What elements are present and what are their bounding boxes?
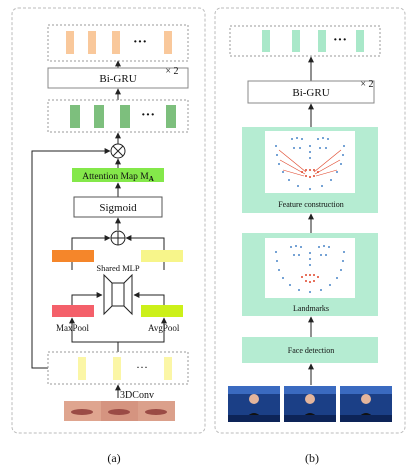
sigmoid-label: Sigmoid: [99, 202, 137, 214]
avgpool-mlp-output: [141, 250, 183, 262]
hidden-ellipsis: ···: [141, 108, 155, 123]
panel-a-input-sequence: ···: [47, 351, 189, 385]
input-bar: [113, 357, 121, 380]
input-ellipsis: ···: [136, 360, 148, 374]
maxpool-mlp-output: [52, 250, 94, 262]
input-bar: [164, 357, 172, 380]
output-bar: [88, 31, 96, 54]
panel-a-caption: (a): [107, 451, 120, 465]
panel-b-output-ellipsis: ···: [333, 33, 347, 48]
output-bar: [318, 30, 326, 52]
shared-mlp-icon: [103, 273, 133, 316]
output-bar: [292, 30, 300, 52]
panel-b-output-sequence: ···: [229, 25, 381, 57]
panel-b-caption: (b): [305, 451, 319, 465]
feature-construction-label: Feature construction: [278, 200, 344, 209]
mouth-frames-image: [64, 401, 175, 421]
output-bar: [66, 31, 74, 54]
panel-a-bigru-box: [47, 67, 189, 89]
hidden-bar: [166, 105, 176, 128]
video-frames-image: [228, 386, 392, 422]
attention-map-label: Attention Map MA: [82, 172, 154, 183]
panel-b-bigru-box: [247, 80, 375, 104]
hidden-bar: [94, 105, 104, 128]
maxpool-block: [52, 305, 94, 317]
landmarks-drawing: [275, 245, 345, 293]
hidden-bar: [120, 105, 130, 128]
residual-connection: [31, 148, 111, 369]
attention-map-box: [72, 168, 164, 182]
panel-a-bigru-label: Bi-GRU: [99, 73, 136, 85]
output-bar: [262, 30, 270, 52]
feature-map-image: [265, 131, 355, 193]
panel-b-bigru-label: Bi-GRU: [292, 87, 329, 99]
output-bar: [112, 31, 120, 54]
maxpool-label: MaxPool: [56, 323, 90, 333]
output-bar: [164, 31, 172, 54]
panel-a-hidden-sequence: ···: [47, 99, 189, 133]
sigmoid-box: [73, 196, 163, 218]
landmarks-label: Landmarks: [293, 304, 329, 313]
panel-b-bigru-repeat: × 2: [360, 79, 373, 90]
face-detection-label: Face detection: [288, 346, 334, 355]
output-bar: [356, 30, 364, 52]
panel-a-output-sequence: ···: [47, 24, 189, 62]
panel-a-frame: [11, 7, 206, 434]
panel-b-frame: [214, 7, 406, 434]
input-bar: [78, 357, 86, 380]
avgpool-block: [141, 305, 183, 317]
panel-a-bigru-repeat: × 2: [165, 66, 178, 77]
feature-map-drawing: [275, 137, 345, 190]
hidden-bar: [70, 105, 80, 128]
face-detection-box: [242, 337, 378, 363]
shared-mlp-label: Shared MLP: [96, 263, 139, 273]
conv-label: 3DConv: [120, 390, 154, 401]
output-ellipsis: ···: [133, 35, 147, 50]
landmarks-image: [265, 238, 355, 298]
